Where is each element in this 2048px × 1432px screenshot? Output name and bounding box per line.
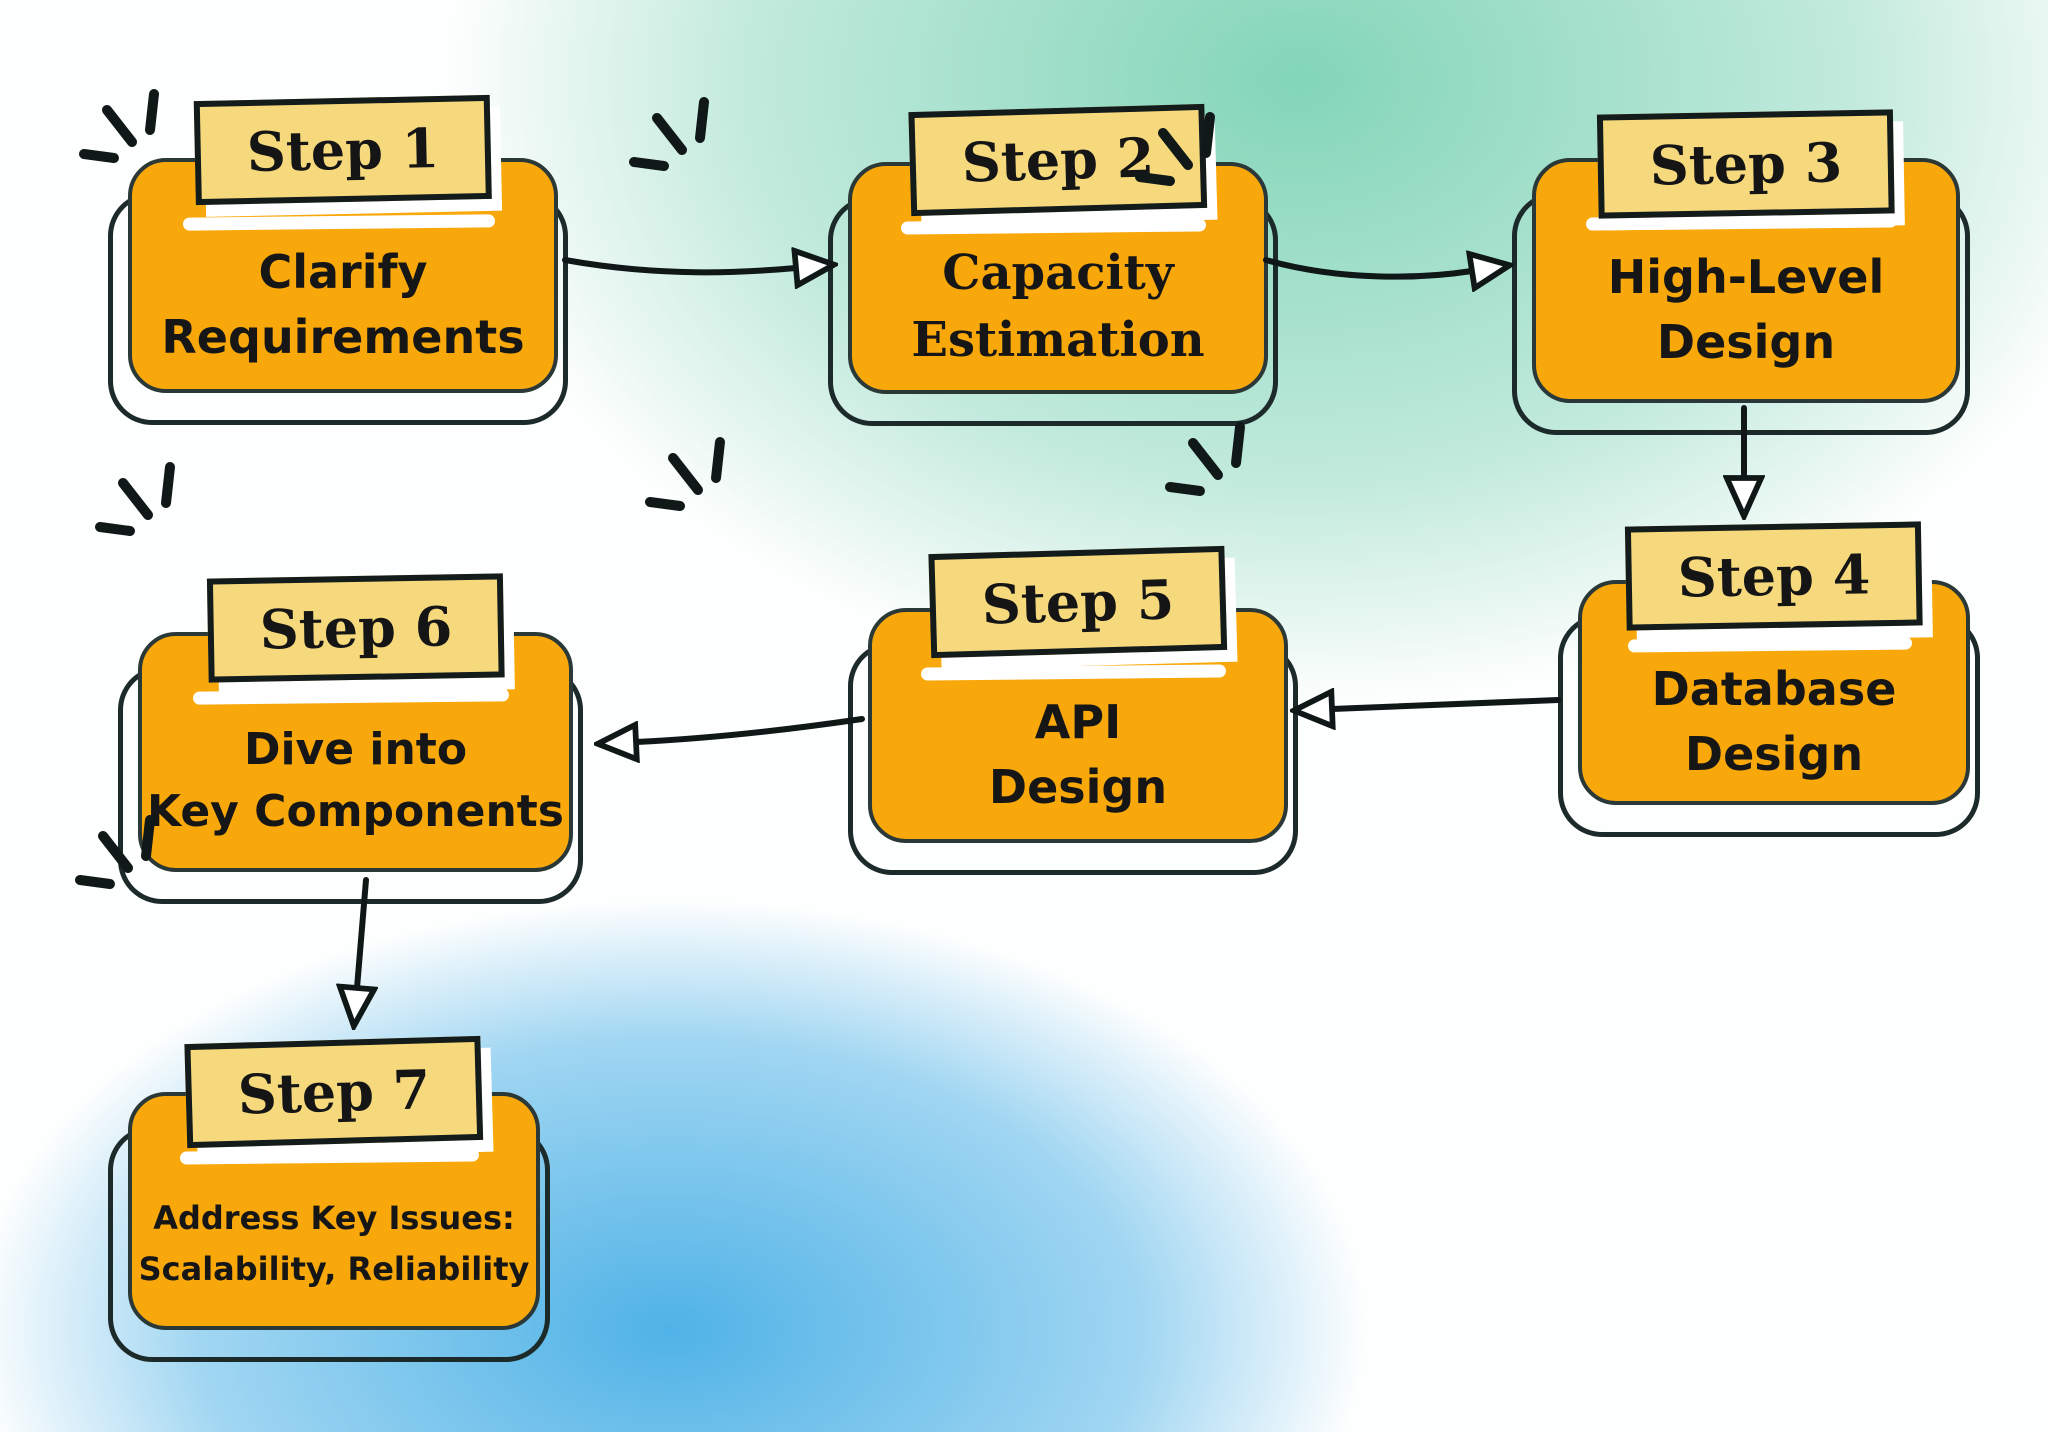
step-3-text: High-Level Design — [1536, 162, 1956, 399]
step-text-line: Design — [1684, 726, 1864, 781]
step-text-line: Clarify — [258, 244, 428, 299]
arrow-step1-to-step2 — [562, 260, 796, 272]
step-2-card: Step 2 Capacity Estimation — [848, 103, 1268, 394]
step-1-node: Step 1 Clarify Requirements — [108, 94, 568, 425]
step-text-line: Scalability, Reliability — [138, 1250, 530, 1288]
step-text-line: Address Key Issues: — [153, 1199, 515, 1238]
step-3-node: Step 3 High-Level Design — [1512, 109, 1970, 435]
sparkle-icon — [629, 97, 709, 171]
step-2-text: Capacity Estimation — [852, 166, 1264, 390]
step-6-node: Step 6 Dive into Key Components — [118, 573, 583, 904]
step-1-text: Clarify Requirements — [132, 162, 554, 389]
sparkle-icon — [95, 462, 175, 536]
step-5-node: Step 5 API Design — [848, 545, 1298, 875]
step-5-text: API Design — [872, 612, 1284, 839]
step-4-card: Step 4 Database Design — [1578, 521, 1970, 805]
step-text-line: Database — [1651, 661, 1897, 716]
step-text-line: Key Components — [147, 786, 564, 837]
step-text-line: Requirements — [161, 309, 525, 364]
step-1-card: Step 1 Clarify Requirements — [128, 94, 558, 393]
step-4-text: Database Design — [1582, 584, 1966, 801]
step-text-line: Capacity — [942, 244, 1174, 301]
step-text-line: Design — [1656, 314, 1836, 369]
step-7-card: Step 7 Address Key Issues: Scalability, … — [128, 1035, 540, 1330]
arrow-step5-to-step6 — [636, 716, 865, 742]
step-text-line: API — [1034, 694, 1122, 749]
step-6-text: Dive into Key Components — [142, 636, 569, 868]
step-4-node: Step 4 Database Design — [1558, 521, 1980, 837]
arrow-step2-to-step3 — [1263, 260, 1472, 277]
step-5-card: Step 5 API Design — [868, 545, 1288, 843]
step-7-node: Step 7 Address Key Issues: Scalability, … — [108, 1035, 550, 1362]
step-3-card: Step 3 High-Level Design — [1532, 109, 1960, 403]
step-text-line: Design — [988, 759, 1168, 814]
step-6-card: Step 6 Dive into Key Components — [138, 573, 573, 872]
arrow-step4-to-step5 — [1332, 700, 1561, 709]
step-7-text: Address Key Issues: Scalability, Reliabi… — [132, 1096, 536, 1326]
sparkle-icon — [79, 89, 159, 163]
step-2-node: Step 2 Capacity Estimation — [828, 103, 1278, 426]
sparkle-icon — [645, 437, 725, 511]
step-text-line: High-Level — [1607, 249, 1885, 304]
step-text-line: Dive into — [243, 723, 468, 775]
sparkle-icon — [1165, 422, 1245, 496]
step-text-line: Estimation — [911, 312, 1205, 368]
